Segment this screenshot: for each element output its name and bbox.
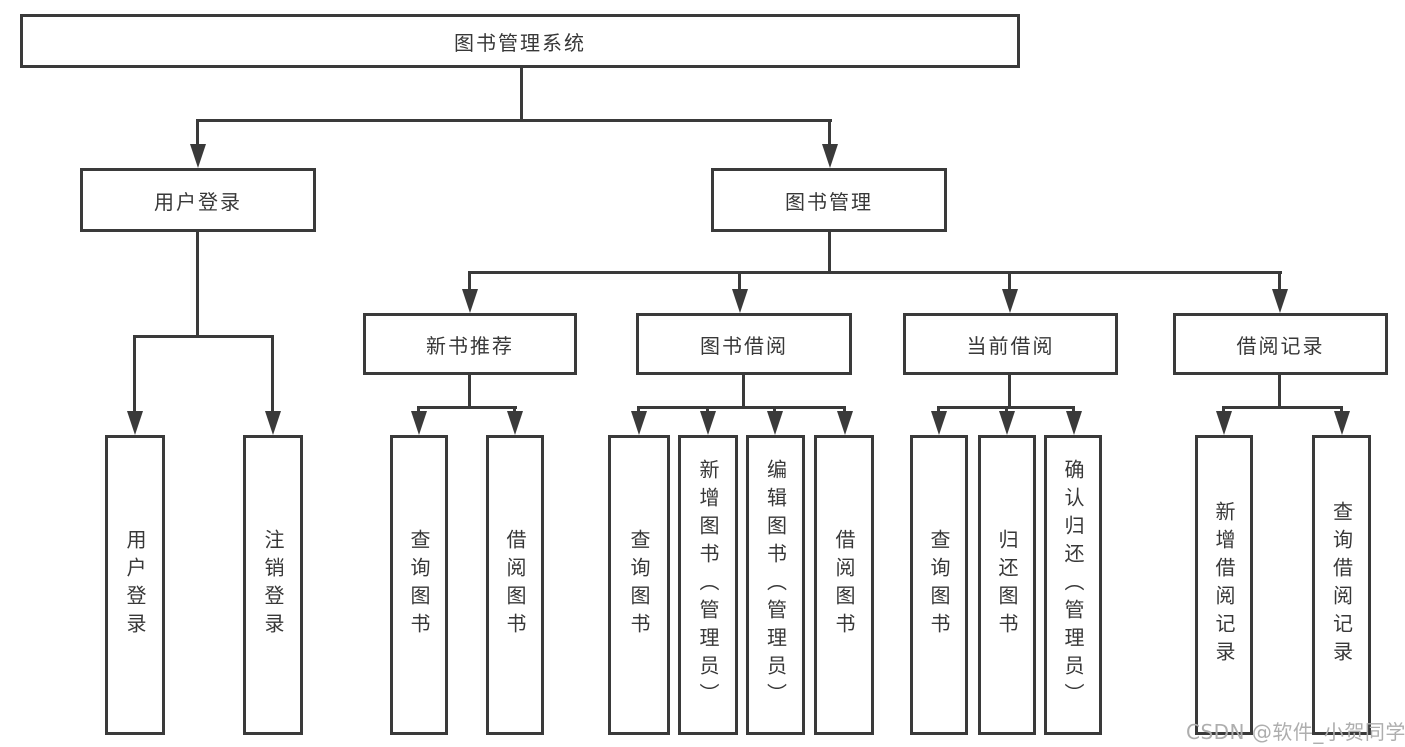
leaf-label: 查询图书 bbox=[627, 529, 651, 641]
connector-segment bbox=[271, 335, 274, 413]
leaf-return-books: 归还图书 bbox=[978, 435, 1036, 735]
connector-segment bbox=[828, 119, 831, 146]
connector-segment bbox=[637, 406, 846, 409]
arrow-down-icon bbox=[1066, 411, 1082, 435]
connector-segment bbox=[937, 406, 940, 413]
connector-segment bbox=[1072, 406, 1075, 413]
arrow-down-icon bbox=[931, 411, 947, 435]
leaf-label: 借阅图书 bbox=[503, 529, 527, 641]
leaf-user-login-action: 用户登录 bbox=[105, 435, 165, 735]
node-label: 借阅记录 bbox=[1236, 333, 1325, 358]
arrow-down-icon bbox=[265, 411, 281, 435]
arrow-down-icon bbox=[822, 144, 838, 168]
connector-segment bbox=[738, 271, 741, 291]
node-current-borrowing: 当前借阅 bbox=[903, 313, 1118, 375]
arrow-down-icon bbox=[1002, 289, 1018, 313]
connector-segment bbox=[1008, 375, 1011, 409]
connector-segment bbox=[468, 375, 471, 409]
leaf-query-books-current: 查询图书 bbox=[910, 435, 968, 735]
leaf-label: 借阅图书 bbox=[832, 529, 856, 641]
node-label: 图书管理 bbox=[785, 189, 873, 214]
connector-segment bbox=[828, 232, 831, 274]
leaf-label: 新增图书（管理员） bbox=[696, 459, 720, 711]
leaf-add-borrowing-record: 新增借阅记录 bbox=[1195, 435, 1253, 735]
node-label: 图书管理系统 bbox=[454, 30, 586, 55]
arrow-down-icon bbox=[732, 289, 748, 313]
arrow-down-icon bbox=[190, 144, 206, 168]
leaf-label: 查询图书 bbox=[927, 529, 951, 641]
arrow-down-icon bbox=[999, 411, 1015, 435]
connector-segment bbox=[706, 406, 709, 413]
arrow-down-icon bbox=[1216, 411, 1232, 435]
leaf-label: 查询借阅记录 bbox=[1329, 501, 1354, 669]
node-book-borrowing: 图书借阅 bbox=[636, 313, 852, 375]
connector-segment bbox=[417, 406, 517, 409]
leaf-add-books-admin: 新增图书（管理员） bbox=[678, 435, 738, 735]
connector-segment bbox=[520, 68, 523, 122]
leaf-logout-action: 注销登录 bbox=[243, 435, 303, 735]
connector-segment bbox=[1340, 406, 1343, 413]
arrow-down-icon bbox=[700, 411, 716, 435]
leaf-label: 确认归还（管理员） bbox=[1061, 459, 1085, 711]
csdn-watermark: CSDN @软件_小贺同学 bbox=[1186, 720, 1405, 744]
node-new-book-recommendation: 新书推荐 bbox=[363, 313, 577, 375]
leaf-label: 注销登录 bbox=[261, 529, 285, 641]
connector-segment bbox=[843, 406, 846, 413]
leaf-borrow-books-borrowing: 借阅图书 bbox=[814, 435, 874, 735]
connector-segment bbox=[773, 406, 776, 413]
connector-segment bbox=[133, 335, 136, 413]
connector-segment bbox=[133, 335, 274, 338]
node-label: 用户登录 bbox=[154, 189, 242, 214]
connector-segment bbox=[196, 119, 199, 146]
connector-segment bbox=[196, 119, 832, 122]
connector-segment bbox=[468, 271, 471, 291]
leaf-label: 新增借阅记录 bbox=[1212, 501, 1236, 669]
node-label: 当前借阅 bbox=[966, 333, 1055, 358]
connector-segment bbox=[1278, 271, 1281, 291]
arrow-down-icon bbox=[462, 289, 478, 313]
connector-segment bbox=[1008, 271, 1011, 291]
leaf-label: 查询图书 bbox=[407, 529, 431, 641]
arrow-down-icon bbox=[1272, 289, 1288, 313]
connector-segment bbox=[196, 232, 199, 338]
connector-segment bbox=[1222, 406, 1225, 413]
connector-segment bbox=[742, 375, 745, 409]
leaf-edit-books-admin: 编辑图书（管理员） bbox=[746, 435, 805, 735]
node-book-management: 图书管理 bbox=[711, 168, 947, 232]
arrow-down-icon bbox=[631, 411, 647, 435]
node-user-login: 用户登录 bbox=[80, 168, 316, 232]
leaf-label: 用户登录 bbox=[123, 529, 147, 641]
leaf-label: 编辑图书（管理员） bbox=[763, 459, 788, 711]
arrow-down-icon bbox=[507, 411, 523, 435]
arrow-down-icon bbox=[767, 411, 783, 435]
leaf-confirm-return-admin: 确认归还（管理员） bbox=[1044, 435, 1102, 735]
leaf-query-borrowing-record: 查询借阅记录 bbox=[1312, 435, 1371, 735]
leaf-query-books-borrowing: 查询图书 bbox=[608, 435, 670, 735]
connector-segment bbox=[637, 406, 640, 413]
node-label: 图书借阅 bbox=[700, 333, 788, 358]
leaf-query-books-recommend: 查询图书 bbox=[390, 435, 448, 735]
node-label: 新书推荐 bbox=[426, 333, 514, 358]
connector-segment bbox=[1005, 406, 1008, 413]
node-borrowing-records: 借阅记录 bbox=[1173, 313, 1388, 375]
connector-segment bbox=[513, 406, 516, 413]
connector-segment bbox=[468, 271, 1282, 274]
leaf-label: 归还图书 bbox=[995, 529, 1019, 641]
connector-segment bbox=[417, 406, 420, 413]
connector-segment bbox=[1278, 375, 1281, 409]
leaf-borrow-books-recommend: 借阅图书 bbox=[486, 435, 544, 735]
arrow-down-icon bbox=[411, 411, 427, 435]
arrow-down-icon bbox=[1334, 411, 1350, 435]
arrow-down-icon bbox=[837, 411, 853, 435]
connector-segment bbox=[1222, 406, 1343, 409]
node-library-management-system: 图书管理系统 bbox=[20, 14, 1020, 68]
arrow-down-icon bbox=[127, 411, 143, 435]
